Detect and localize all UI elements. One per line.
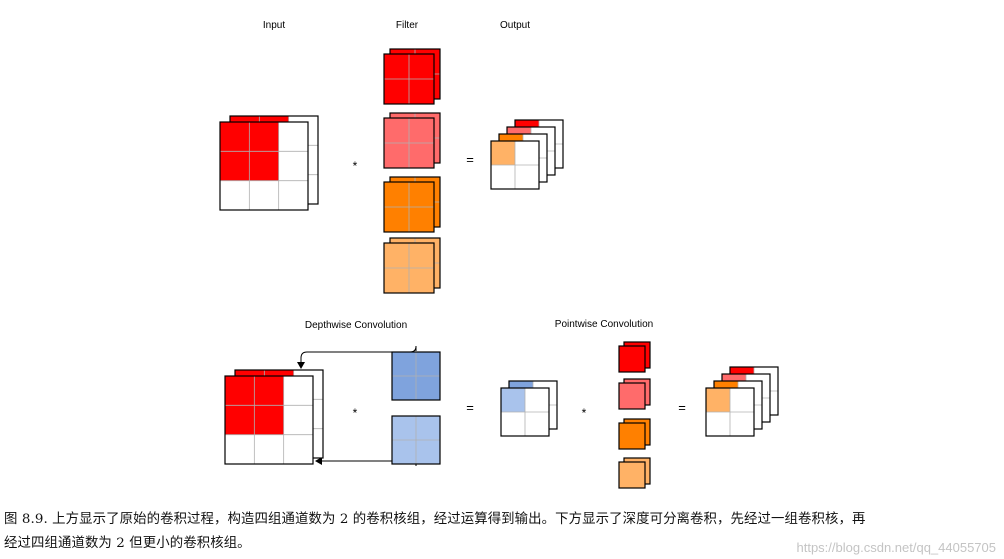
pointwise-label: Pointwise Convolution: [555, 319, 653, 330]
top-input-layer-0-border: [219, 121, 309, 211]
input-label: Input: [263, 20, 285, 31]
figure-caption: 图 8.9. 上方显示了原始的卷积过程，构造四组通道数为 2 的卷积核组，经过运…: [4, 508, 1000, 556]
top-output-layer-0-border: [490, 140, 540, 190]
pointwise-kernel-1-layer-0-border: [618, 382, 646, 410]
pointwise-kernel-0-layer-0-bg: [619, 346, 645, 372]
pointwise-kernel-2-layer-0-border: [618, 422, 646, 450]
bottom-input-layer-0-border: [224, 375, 314, 465]
top-filter-1-layer-0-border: [383, 117, 435, 169]
depthwise-label: Depthwise Convolution: [305, 320, 407, 331]
pointwise-kernel-3-layer-0-border: [618, 461, 646, 489]
depthwise-output-layer-0-border: [500, 387, 550, 437]
depthwise-output-layer-0-fill: [501, 388, 525, 412]
depthwise-arrow-top-head: [297, 362, 305, 369]
depthwise-kernel-1-border: [391, 351, 441, 401]
bottom-multiply-operator-1: *: [353, 406, 358, 420]
top-equals-operator: =: [466, 152, 474, 167]
bottom-equals-operator-2: =: [678, 400, 686, 415]
watermark: https://blog.csdn.net/qq_44055705: [796, 540, 997, 555]
top-filter-2-layer-0-border: [383, 181, 435, 233]
pointwise-kernel-0-layer-0-border: [618, 345, 646, 373]
depthwise-arrow-bottom-head: [315, 457, 322, 465]
pointwise-kernel-2-layer-0-bg: [619, 423, 645, 449]
depthwise-kernel-2-border: [391, 415, 441, 465]
top-multiply-operator: *: [353, 159, 358, 173]
depthwise-arrow-top: [300, 345, 417, 366]
caption-line-1: 图 8.9. 上方显示了原始的卷积过程，构造四组通道数为 2 的卷积核组，经过运…: [4, 512, 866, 527]
filter-label: Filter: [396, 20, 419, 31]
top-filter-0-layer-0-border: [383, 53, 435, 105]
pointwise-kernel-3-layer-0-bg: [619, 462, 645, 488]
pointwise-output-layer-0-fill: [706, 388, 730, 412]
caption-line-2: 经过四组通道数为 2 但更小的卷积核组。: [4, 536, 251, 551]
bottom-equals-operator-1: =: [466, 400, 474, 415]
output-label: Output: [500, 20, 530, 31]
top-output-layer-0-fill: [491, 141, 515, 165]
pointwise-output-layer-0-border: [705, 387, 755, 437]
pointwise-kernel-1-layer-0-bg: [619, 383, 645, 409]
top-filter-3-layer-0-border: [383, 242, 435, 294]
bottom-multiply-operator-2: *: [582, 406, 587, 420]
